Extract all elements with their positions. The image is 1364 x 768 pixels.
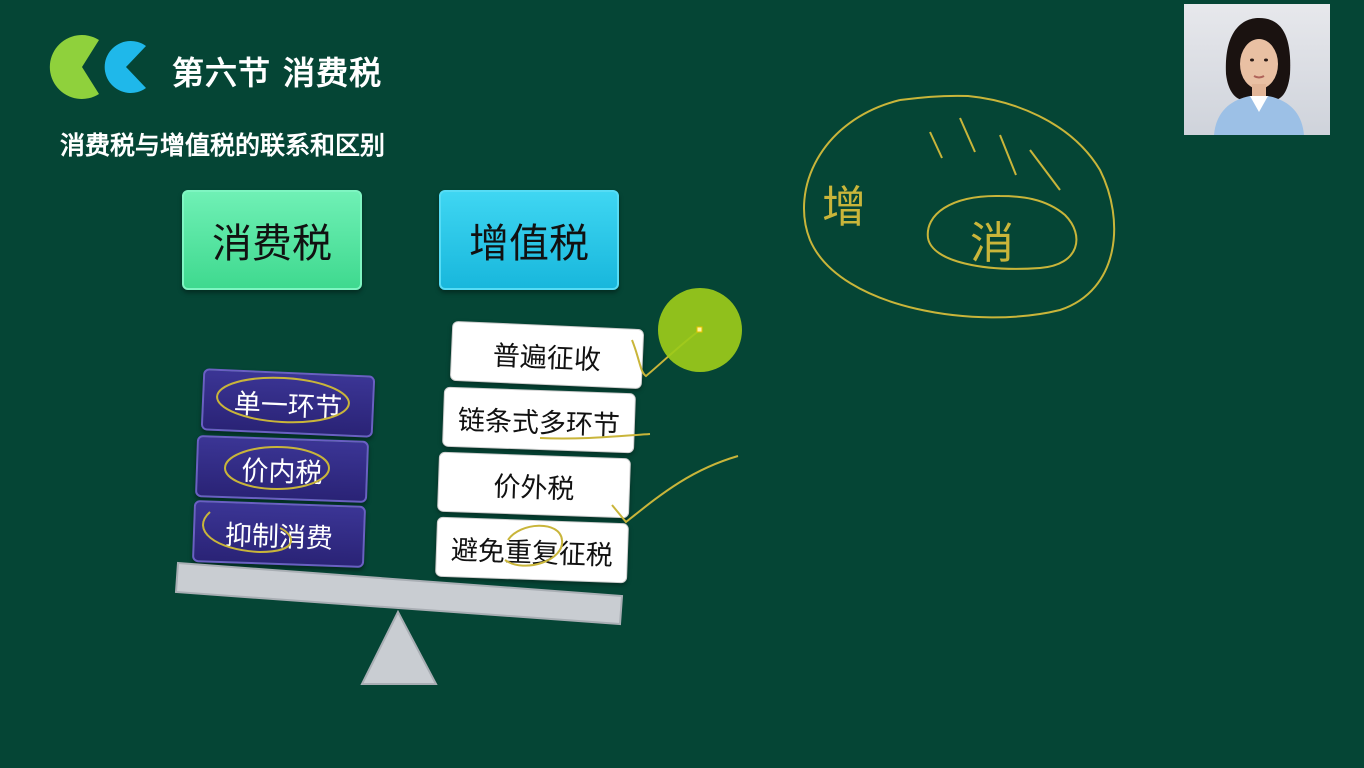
pen-circle-curb [202,511,292,554]
pen-circle-price-inclusive [224,446,330,490]
page-subtitle: 消费税与增值税的联系和区别 [60,131,386,160]
pen-tick-4 [1029,149,1061,191]
vat-box: 增值税 [439,190,619,290]
presenter-webcam [1184,4,1330,135]
pen-tick-2 [959,117,976,153]
page-title: 第六节 消费税 [172,54,383,92]
pen-underline-chain [539,433,651,440]
brand-logo [49,35,146,99]
pen-tick-1 [929,131,943,159]
seesaw-fulcrum [360,609,438,685]
pen-circle-avoid [504,524,564,567]
consumption-tax-box: 消费税 [182,190,362,290]
seesaw-beam [174,561,624,626]
presenter-image [1214,18,1304,135]
pen-inner-circle [926,194,1078,270]
pen-tick-3 [999,134,1017,176]
pen-circle-single-stage [216,376,350,424]
logo-green-shape [49,35,99,99]
pen-mark-exclusive [611,455,739,524]
logo-blue-shape [104,41,146,94]
handwritten-outer-char: 增 [822,182,866,233]
pen-outer-circle [803,94,1116,319]
handwritten-inner-char: 消 [970,218,1014,269]
pointer-dot [696,326,703,333]
